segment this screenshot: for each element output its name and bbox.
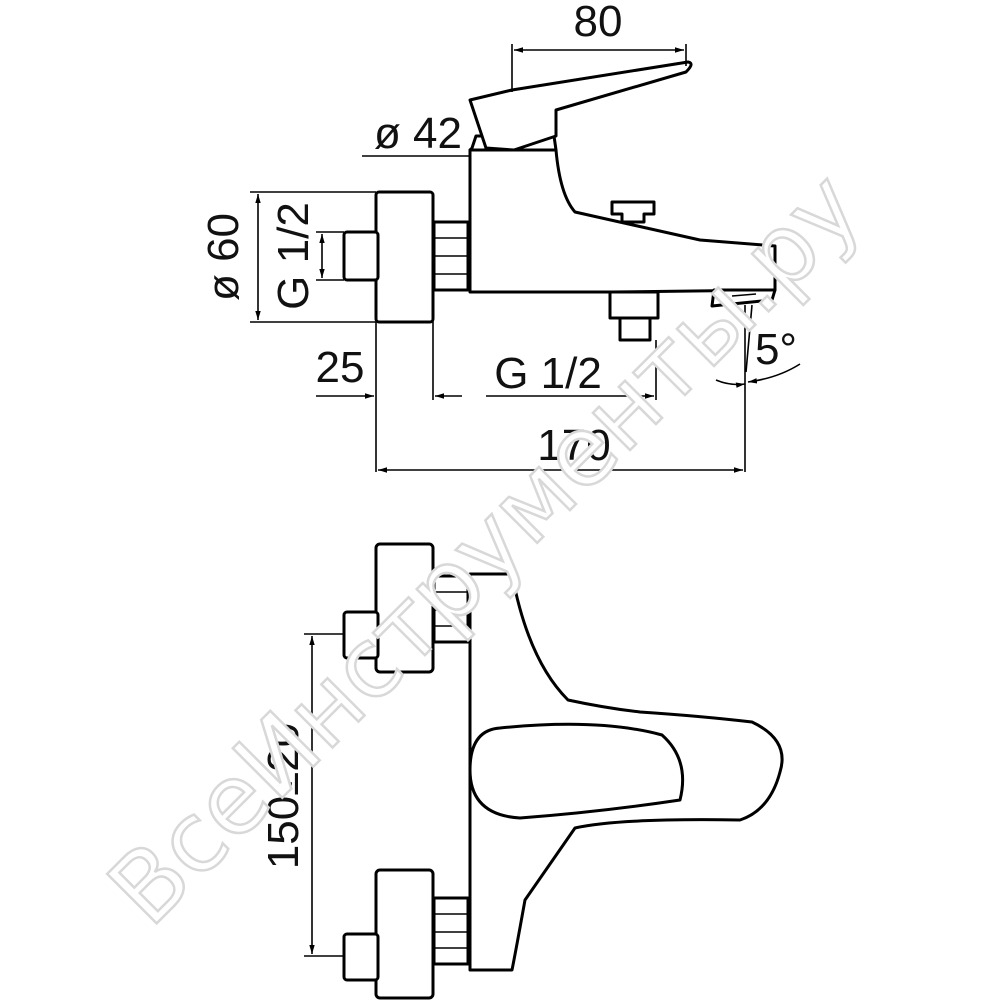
side-shower-outlet bbox=[608, 290, 660, 320]
dim-overall-length: 170 bbox=[378, 421, 743, 473]
dim-eccentric-depth: 25 bbox=[316, 300, 462, 472]
dim-inlet-spacing: 150±20 bbox=[259, 633, 344, 957]
front-top-nut bbox=[432, 574, 470, 644]
dim-flange-diameter-label: ø 60 bbox=[199, 213, 248, 301]
dim-outlet-thread: G 1/2 bbox=[486, 340, 657, 400]
side-diverter-knob bbox=[610, 200, 656, 224]
dim-spout-length: 80 bbox=[511, 0, 687, 92]
front-view bbox=[342, 542, 784, 1000]
dim-overall-length-label: 170 bbox=[537, 421, 610, 470]
front-top-pin bbox=[342, 610, 380, 660]
side-eccentric-pin bbox=[342, 230, 380, 282]
side-view bbox=[342, 60, 777, 342]
dim-outlet-thread-label: G 1/2 bbox=[494, 349, 602, 398]
dim-spout-angle-label: 5° bbox=[755, 325, 797, 374]
dim-spout-angle: 5° bbox=[715, 304, 801, 472]
dim-handle-diameter: ø 42 bbox=[362, 109, 470, 158]
dim-eccentric-depth-label: 25 bbox=[316, 343, 365, 392]
side-shower-thread bbox=[618, 316, 652, 342]
dim-handle-diameter-label: ø 42 bbox=[374, 109, 462, 158]
dim-flange-diameter: ø 60 bbox=[199, 191, 376, 323]
dim-spout-length-label: 80 bbox=[574, 0, 623, 46]
dim-inlet-thread-label: G 1/2 bbox=[269, 202, 318, 310]
front-bottom-pin bbox=[342, 932, 380, 982]
side-lever-handle bbox=[468, 60, 693, 152]
dim-inlet-spacing-label: 150±20 bbox=[259, 723, 308, 870]
side-wall-flange bbox=[374, 190, 435, 324]
front-lever-knob bbox=[468, 722, 685, 820]
dim-inlet-thread: G 1/2 bbox=[269, 202, 344, 310]
front-bottom-flange bbox=[374, 868, 435, 1000]
side-spout-outlet bbox=[710, 288, 777, 308]
front-bottom-nut bbox=[432, 896, 470, 966]
